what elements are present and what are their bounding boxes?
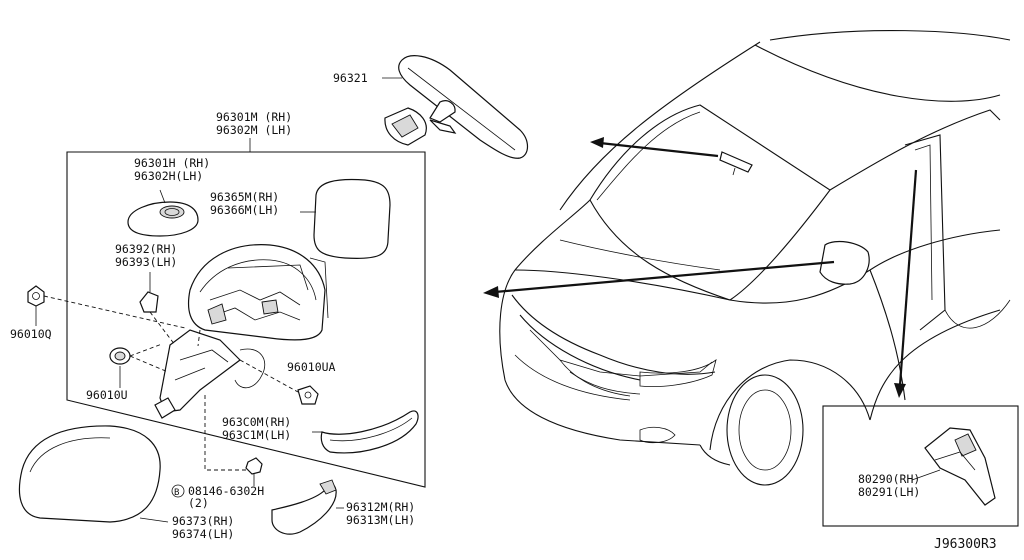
label-bolt: 08146-6302H	[188, 484, 264, 498]
label-96393: 96393(LH)	[115, 255, 177, 269]
assembly-leaders	[43, 295, 299, 471]
label-96365m: 96365M(RH)	[210, 190, 279, 204]
grommet-96010u-part	[109, 347, 131, 388]
label-96302m: 96302M (LH)	[216, 123, 292, 137]
label-96392: 96392(RH)	[115, 242, 177, 256]
label-96302h: 96302H(LH)	[134, 169, 203, 183]
label-96313m: 96313M(LH)	[346, 513, 415, 527]
label-96373: 96373(RH)	[172, 514, 234, 528]
label-96010q: 96010Q	[10, 327, 52, 341]
clip-96010q-part	[27, 285, 45, 326]
mirror-cover-part	[18, 425, 169, 523]
label-96301h: 96301H (RH)	[134, 156, 210, 170]
label-80290: 80290(RH)	[858, 472, 920, 486]
label-963c0m: 963C0M(RH)	[222, 415, 291, 429]
diagram-reference: J96300R3	[934, 537, 997, 552]
clip-96010ua-part	[297, 385, 319, 405]
label-96010u: 96010U	[86, 388, 128, 402]
rear-view-mirror-part	[382, 55, 529, 159]
door-mirror-assembly-box	[66, 138, 426, 488]
mirror-mount-bracket-part	[154, 329, 266, 419]
inset-box	[822, 405, 1019, 527]
mirror-housing-part	[187, 244, 329, 341]
mirror-base-cover-part	[127, 189, 199, 237]
vehicle-outline	[499, 29, 1011, 486]
callout-arrows	[483, 137, 918, 398]
bolt-mark-circle	[171, 484, 185, 498]
label-bolt-mark: B	[174, 488, 179, 498]
mirror-lower-cover-part	[271, 479, 344, 535]
label-96301m: 96301M (RH)	[216, 110, 292, 124]
label-96321: 96321	[333, 71, 368, 85]
label-96366m: 96366M(LH)	[210, 203, 279, 217]
mirror-cap-small-part	[139, 272, 159, 313]
turn-signal-lamp-part	[312, 410, 419, 454]
label-96312m: 96312M(RH)	[346, 500, 415, 514]
bolt-part	[245, 457, 263, 486]
label-80291: 80291(LH)	[858, 485, 920, 499]
mirror-glass-part	[300, 178, 391, 260]
label-bolt-qty: (2)	[188, 496, 209, 510]
label-96374: 96374(LH)	[172, 527, 234, 541]
label-963c1m: 963C1M(LH)	[222, 428, 291, 442]
label-96010ua: 96010UA	[287, 360, 336, 374]
